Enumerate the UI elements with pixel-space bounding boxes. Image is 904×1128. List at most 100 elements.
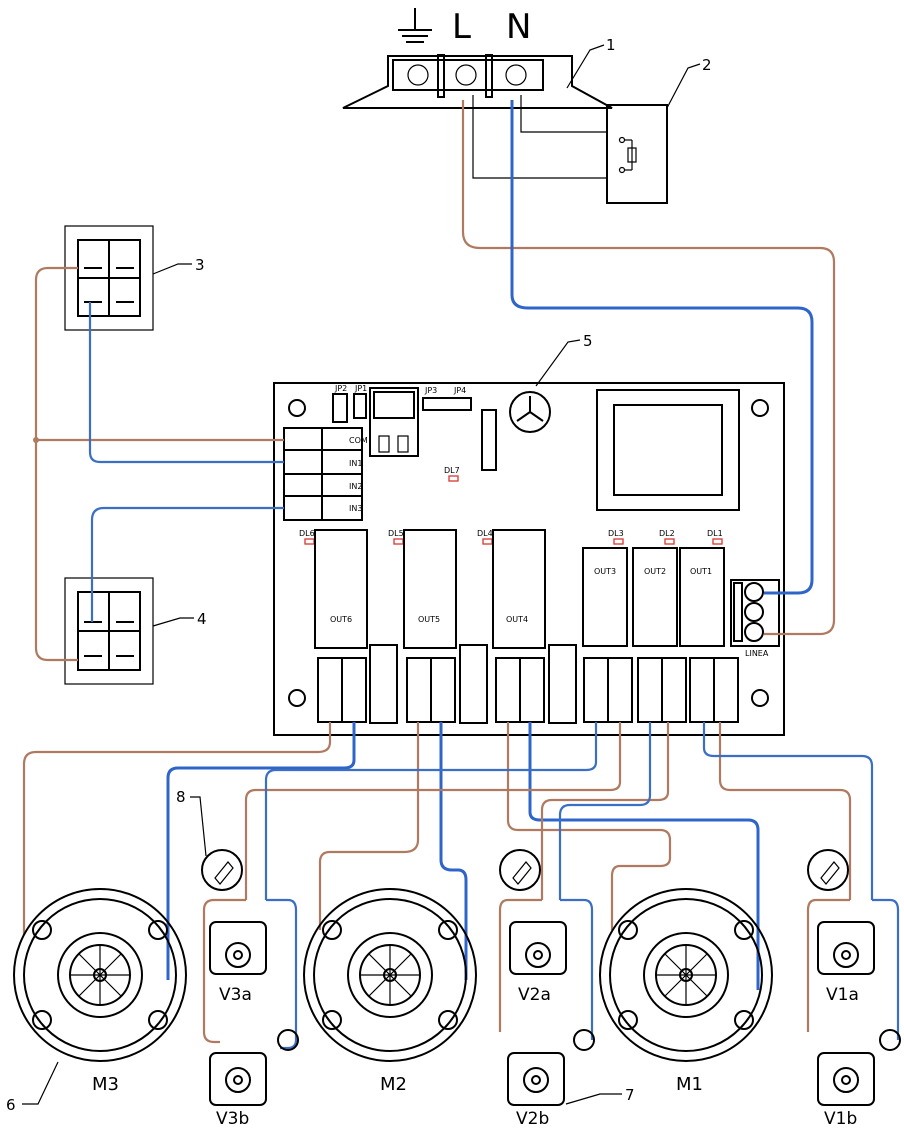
neutral-wire-in3 <box>90 506 284 622</box>
relay-out1 <box>679 547 725 647</box>
jumper-jp4-label: JP4 <box>453 386 466 395</box>
valve-v2a-label: V2a <box>518 985 551 1005</box>
jumper-jp3-label: JP3 <box>424 386 437 395</box>
jumper-jp1-label: JP1 <box>354 384 367 393</box>
led-dl7-label: DL7 <box>444 466 460 475</box>
wire-out2-v2 <box>540 722 670 900</box>
live-wire-supply <box>461 100 836 636</box>
live-wire-switches <box>34 266 78 662</box>
callout-leader-5 <box>535 339 581 387</box>
callout-leader-3 <box>152 263 192 275</box>
callout-7: 7 <box>625 1086 635 1104</box>
junction-dot <box>33 437 39 443</box>
valve-v1b-label: V1b <box>824 1109 857 1128</box>
valve-v2b-icon <box>507 1052 565 1106</box>
out2-label: OUT2 <box>644 567 666 576</box>
led-dl1 <box>712 538 723 545</box>
branch-v3-neutral <box>266 898 298 1050</box>
wall-switch-3 <box>64 225 154 331</box>
wire-out6-m3-neutral <box>166 722 356 980</box>
ground-symbol <box>398 8 432 43</box>
callout-5: 5 <box>583 332 593 350</box>
led-dl2 <box>664 538 675 545</box>
callout-1: 1 <box>606 36 616 54</box>
valve-v3a-icon <box>209 921 267 975</box>
wire-out5-m2-neutral <box>439 722 468 980</box>
led-dl5-label: DL5 <box>388 529 404 538</box>
wire-out1-v1-neutral <box>702 722 874 900</box>
filter-wire-bottom <box>472 95 607 179</box>
branch-v3-live <box>202 898 246 1044</box>
output-terminals <box>317 657 739 723</box>
motor-m2-label: M2 <box>380 1074 407 1095</box>
motor-m1-icon <box>599 888 773 1062</box>
line-label: L <box>452 7 471 47</box>
out6-label: OUT6 <box>330 615 352 624</box>
valve-v2b-label: V2b <box>516 1109 549 1128</box>
valve-v1a-label: V1a <box>826 985 859 1005</box>
wire-out1-v1 <box>718 722 852 900</box>
pin-in2-label: IN2 <box>349 482 362 491</box>
relay-out6 <box>314 529 368 649</box>
relay-out3 <box>582 547 628 647</box>
branch-v2-neutral <box>560 898 594 1040</box>
linea-label: LINEA <box>745 649 769 658</box>
wire-out5-m2 <box>318 722 420 930</box>
branch-v2-live <box>498 898 542 1032</box>
pin-in1-label: IN1 <box>349 459 362 468</box>
wall-switch-4 <box>64 577 154 685</box>
motor-m1-label: M1 <box>676 1074 703 1095</box>
wire-out4-m1 <box>506 722 672 930</box>
led-dl4-label: DL4 <box>477 529 493 538</box>
callout-leader-7 <box>565 1093 622 1105</box>
led-dl5 <box>393 538 404 545</box>
valve-v1a-icon <box>817 921 875 975</box>
callout-4: 4 <box>197 610 207 628</box>
callout-leader-2 <box>666 63 701 109</box>
branch-v1-neutral <box>872 898 900 1040</box>
neutral-wire-supply <box>510 100 814 595</box>
valve-v3b-icon <box>209 1052 267 1106</box>
callout-6: 6 <box>6 1096 16 1114</box>
callout-8: 8 <box>176 788 186 806</box>
jumper-jp2-label: JP2 <box>334 384 347 393</box>
motor-m2-icon <box>303 888 477 1062</box>
relay-out5 <box>403 529 457 649</box>
out1-label: OUT1 <box>690 567 712 576</box>
valve-v3b-label: V3b <box>216 1109 249 1128</box>
motor-m3-label: M3 <box>92 1074 119 1095</box>
neutral-wire-in1 <box>88 302 284 464</box>
led-dl6 <box>304 538 315 545</box>
thermostat-icon <box>201 849 901 1051</box>
wire-out4-m1-neutral <box>528 722 760 990</box>
relay-out4 <box>492 529 546 649</box>
callout-leader-6 <box>22 1061 59 1105</box>
led-dl3-label: DL3 <box>608 529 624 538</box>
led-dl6-label: DL6 <box>299 529 315 538</box>
out3-label: OUT3 <box>594 567 616 576</box>
relay-out2 <box>632 547 678 647</box>
out5-label: OUT5 <box>418 615 440 624</box>
pin-in3-label: IN3 <box>349 504 362 513</box>
motor-m3-icon <box>13 888 187 1062</box>
branch-v1-live <box>806 898 850 1032</box>
valve-v2a-icon <box>509 921 567 975</box>
valve-v1b-icon <box>817 1052 875 1106</box>
led-dl3 <box>613 538 624 545</box>
wire-out6-m3 <box>22 722 332 935</box>
wire-out3-v3-neutral <box>264 722 598 900</box>
callout-2: 2 <box>702 56 712 74</box>
led-dl4 <box>482 538 493 545</box>
callout-leader-4 <box>152 617 194 627</box>
callout-leader-1 <box>566 44 605 89</box>
wire-out3-v3 <box>244 722 622 900</box>
valve-v3a-label: V3a <box>219 985 252 1005</box>
filter-box <box>606 104 668 204</box>
neutral-label: N <box>506 7 531 47</box>
filter-wire-top <box>520 95 607 133</box>
led-dl7 <box>448 475 459 482</box>
out4-label: OUT4 <box>506 615 528 624</box>
led-dl1-label: DL1 <box>707 529 723 538</box>
led-dl2-label: DL2 <box>659 529 675 538</box>
